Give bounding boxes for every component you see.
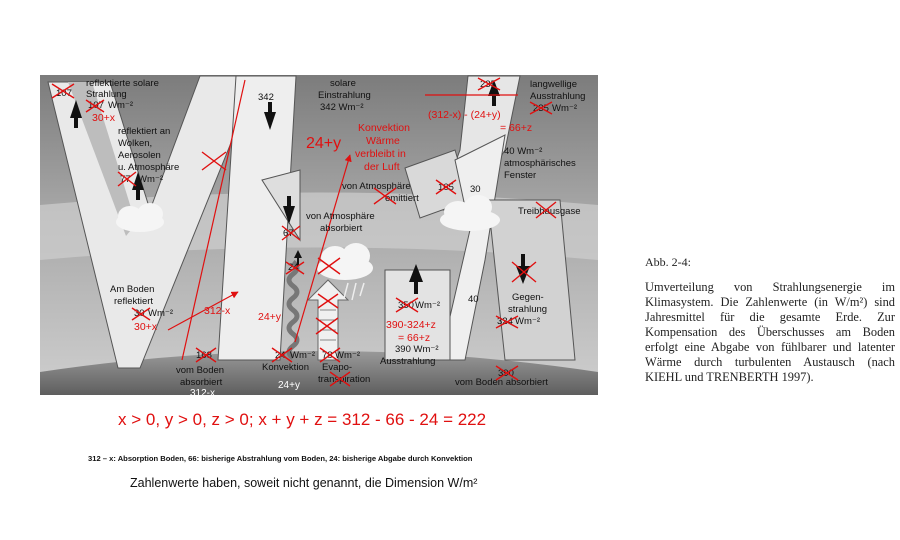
figure-caption-text: Umverteilung von Strahlungsenergie im Kl…	[645, 280, 895, 384]
convection-squiggle	[286, 260, 300, 360]
rain-cloud-icon	[317, 243, 373, 301]
white-312x: 312-x	[190, 388, 215, 399]
label-vom-boden-abs-2: absorbiert	[180, 377, 223, 388]
label-evapo: Evapo-	[322, 362, 352, 373]
red-312x-left: 312-x	[204, 305, 231, 317]
red-66z: = 66+z	[398, 332, 430, 344]
label-wm2-c: Wm⁻²	[552, 103, 577, 114]
label-vom-boden-abs-r: vom Boden absorbiert	[455, 377, 548, 388]
label-wm2-gegen: Wm⁻²	[515, 316, 540, 327]
label-von-atm-absorbiert-2: absorbiert	[320, 223, 363, 234]
label-atmosphaere: u. Atmosphäre	[118, 162, 179, 173]
constraint-equation: x > 0, y > 0, z > 0; x + y + z = 312 - 6…	[118, 410, 487, 429]
num-30b: 30	[470, 184, 481, 195]
figure-caption: Abb. 2-4: Umverteilung von Strahlungsene…	[645, 255, 895, 385]
label-gegen: Gegen-	[512, 292, 544, 303]
label-390-wm2: 390 Wm⁻²	[395, 344, 439, 355]
label-reflektiert-an: reflektiert an	[118, 126, 170, 137]
explanation-note: 312 – x: Absorption Boden, 66: bisherige…	[88, 454, 473, 463]
label-langwellige: langwellige	[530, 79, 577, 90]
red-30x: 30+x	[92, 112, 116, 124]
label-342-wm2: 342 Wm⁻²	[320, 102, 364, 113]
label-wm2-b: Wm⁻²	[138, 174, 163, 185]
label-reflected-solar: reflektierte solare	[86, 78, 159, 89]
label-342: 342	[258, 92, 274, 103]
red-66z-top: = 66+z	[500, 122, 532, 134]
red-30x-bottom: 30+x	[134, 321, 158, 333]
incoming-solar-band	[217, 75, 297, 361]
cloud-icon-left	[116, 203, 164, 232]
red-strike-marks	[51, 77, 557, 387]
red-konvektion: Konvektion	[358, 122, 410, 134]
num-107a: 107	[56, 88, 72, 99]
red-der-luft: der Luft	[364, 161, 400, 173]
label-von-atm-emittiert-1: von Atmosphäre	[342, 181, 411, 192]
label-strahlung: Strahlung	[86, 89, 127, 100]
label-einstrahlung: Einstrahlung	[318, 90, 371, 101]
label-transpiration: transpiration	[318, 374, 370, 385]
label-ausstrahlung-top: Ausstrahlung	[530, 91, 585, 102]
red-verbleibt: verbleibt in	[355, 148, 406, 160]
label-wm2-d: Wm⁻²	[148, 308, 173, 319]
red-390-324z: 390-324+z	[386, 319, 436, 331]
label-ausstrahlung-bottom: Ausstrahlung	[380, 356, 435, 367]
cloud-icon-right	[440, 195, 500, 231]
label-40-wm2: 40 Wm⁻²	[504, 146, 542, 157]
units-note: Zahlenwerte haben, soweit nicht genannt,…	[130, 476, 478, 490]
label-wm2-a: Wm⁻²	[108, 100, 133, 111]
black-arrows	[70, 80, 530, 294]
label-atm-fenster-2: Fenster	[504, 170, 536, 181]
red-waerme: Wärme	[366, 135, 400, 147]
white-labels: 312-x 24+y	[190, 380, 300, 399]
red-24y-big: 24+y	[306, 135, 341, 152]
label-aerosolen: Aerosolen	[118, 150, 161, 161]
surface-emission-band	[384, 269, 451, 361]
figure-number: Abb. 2-4:	[645, 255, 691, 269]
red-lines	[167, 79, 518, 361]
red-24y-mid: 24+y	[258, 311, 282, 323]
label-reflektiert: reflektiert	[114, 296, 153, 307]
red-labels: 30+x (312-x) - (24+y) = 66+z Konvektion …	[92, 109, 532, 344]
num-78: 78	[322, 350, 333, 361]
label-von-atm-emittiert-2: emittiert	[385, 193, 419, 204]
label-atm-fenster-1: atmosphärisches	[504, 158, 576, 169]
label-am-boden: Am Boden	[110, 284, 154, 295]
white-24y: 24+y	[278, 380, 300, 391]
label-wm2-f: Wm⁻²	[290, 350, 315, 361]
label-wolken: Wolken,	[118, 138, 152, 149]
label-solare: solare	[330, 78, 356, 89]
outgoing-longwave-band	[404, 75, 521, 361]
num-168: 168	[196, 350, 212, 361]
black-labels: reflektierte solare Strahlung Wm⁻² refle…	[86, 78, 585, 388]
label-strahlung-gegen: strahlung	[508, 304, 547, 315]
label-wm2-g: Wm⁻²	[335, 350, 360, 361]
label-wm2-e: Wm⁻²	[415, 300, 440, 311]
label-vom-boden-abs-1: vom Boden	[176, 365, 224, 376]
num-67: 67	[283, 228, 294, 239]
label-von-atm-absorbiert-1: von Atmosphäre	[306, 211, 375, 222]
label-konvektion: Konvektion	[262, 362, 309, 373]
red-312x-24y: (312-x) - (24+y)	[428, 109, 501, 121]
atmosphere-absorbed-wedge	[261, 169, 301, 242]
label-40: 40	[468, 294, 479, 305]
label-treibhausgase: Treibhausgase	[518, 206, 581, 217]
